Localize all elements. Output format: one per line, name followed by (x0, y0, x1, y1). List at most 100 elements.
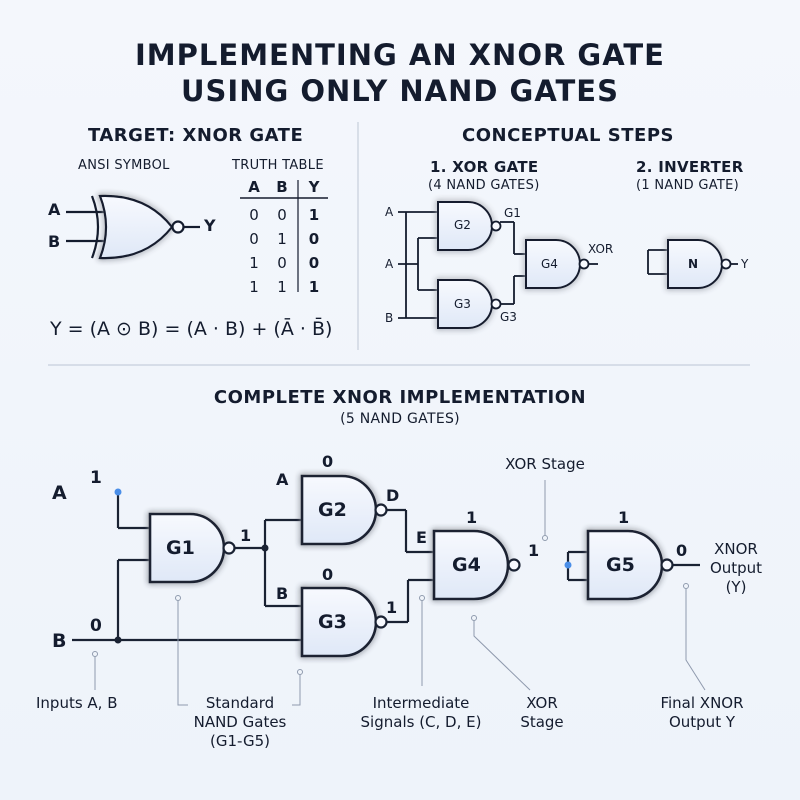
g2-output-d-label: D (386, 486, 400, 505)
truth-cell: 0 (277, 206, 287, 224)
xor-concept-gate-g3 (437, 279, 502, 329)
complete-heading: COMPLETE XNOR IMPLEMENTATION (213, 387, 587, 408)
complete-wires (72, 490, 700, 642)
xnor-formula: Y = (A ⊙ B) = (A · B) + (Ā · B̄) (50, 318, 333, 340)
g5-value: 1 (618, 508, 630, 527)
g4-value: 1 (466, 508, 478, 527)
gate-g4-label: G4 (452, 554, 481, 576)
gate-g5 (586, 529, 674, 601)
input-b-value: 0 (90, 616, 102, 636)
xor-g2-label: G2 (454, 218, 471, 232)
input-b-label: B (52, 630, 67, 652)
gate-g4 (432, 529, 521, 601)
truth-cell: 1 (249, 278, 259, 296)
xor-concept-gate-g4 (525, 239, 590, 289)
g3-output-value: 1 (386, 598, 398, 617)
step2-subtitle: (1 NAND GATE) (636, 178, 740, 193)
page-title-line1: IMPLEMENTING AN XNOR GATE (135, 38, 665, 72)
xnor-ansi-symbol (66, 194, 200, 260)
inverter-concept-circuit (647, 239, 738, 289)
xnor-output-line2: Output (709, 559, 763, 577)
truth-cell: 0 (249, 206, 259, 224)
xor-input-a1: A (385, 205, 394, 219)
xor-g3-out-label: G3 (500, 310, 517, 324)
step2-title: 2. INVERTER (636, 158, 744, 176)
xnor-output-line1: XNOR (714, 540, 758, 558)
callout-inter-line1: Intermediate (372, 694, 470, 712)
callout-final-output: Final XNOR Output Y (642, 694, 762, 732)
gate-g3-label: G3 (318, 611, 347, 633)
xor-output-label: XOR (588, 242, 614, 256)
callout-final-line2: Output Y (668, 713, 736, 731)
truth-cell: 1 (308, 278, 320, 296)
conceptual-heading: CONCEPTUAL STEPS (462, 125, 674, 146)
callout-nand-gates: Standard NAND Gates (G1-G5) (180, 694, 300, 751)
truth-cell: 0 (249, 230, 259, 248)
truth-header-b: B (276, 178, 288, 196)
junction-dot (114, 488, 122, 496)
callout-nand-line2: NAND Gates (193, 713, 287, 731)
truth-cell: 0 (308, 230, 320, 248)
g4-output-value: 1 (528, 541, 540, 560)
callout-nand-line3: (G1-G5) (210, 732, 270, 750)
xor-g4-label: G4 (541, 257, 558, 271)
ansi-input-b: B (48, 232, 61, 251)
xor-input-b: B (385, 311, 394, 325)
step1-subtitle: (4 NAND GATES) (428, 178, 540, 193)
callout-inter-line2: Signals (C, D, E) (360, 713, 482, 731)
callout-final-line1: Final XNOR (660, 694, 744, 712)
junction-dot (564, 561, 572, 569)
g2-value: 0 (322, 452, 334, 471)
junction-dot (114, 636, 122, 644)
truth-table-label: TRUTH TABLE (232, 158, 324, 173)
page-title-line2: USING ONLY NAND GATES (180, 74, 619, 108)
inverter-gate-label: N (688, 257, 699, 271)
g5-output-value: 0 (676, 541, 688, 560)
callout-leaders (92, 480, 706, 706)
g4-input-e-label: E (416, 528, 427, 547)
g1-output-value: 1 (240, 526, 252, 545)
junction-dot (261, 544, 269, 552)
truth-cell: 1 (249, 254, 259, 272)
callout-intermediate: Intermediate Signals (C, D, E) (346, 694, 496, 732)
truth-cell: 1 (277, 278, 287, 296)
xnor-output-label: XNOR Output (Y) (694, 540, 778, 597)
input-a-label: A (52, 482, 67, 504)
step1-title: 1. XOR GATE (430, 158, 539, 176)
xor-stage-top-callout: XOR Stage (505, 455, 585, 473)
truth-cell: 1 (277, 230, 287, 248)
complete-subheading: (5 NAND GATES) (340, 411, 460, 427)
callout-xor-line2: Stage (520, 713, 564, 731)
g3-value: 0 (322, 565, 334, 584)
truth-cell: 0 (308, 254, 320, 272)
gate-g1 (148, 512, 236, 584)
inverter-output-label: Y (741, 257, 749, 271)
xor-g1-label: G1 (504, 206, 521, 220)
ansi-output-y: Y (204, 216, 216, 235)
xor-g3-label: G3 (454, 297, 471, 311)
g2-input-a-label: A (276, 470, 289, 489)
truth-cell: 1 (308, 206, 320, 224)
ansi-input-a: A (48, 200, 61, 219)
xnor-output-line3: (Y) (725, 578, 747, 596)
target-heading: TARGET: XNOR GATE (88, 125, 304, 146)
gate-g1-label: G1 (166, 537, 195, 559)
callout-nand-line1: Standard (205, 694, 275, 712)
truth-cell: 0 (277, 254, 287, 272)
callout-xor-line1: XOR (526, 694, 558, 712)
input-a-value: 1 (90, 468, 102, 488)
truth-header-y: Y (308, 178, 320, 196)
xor-concept-gate-g2 (437, 201, 502, 251)
g3-input-b-label: B (276, 584, 289, 603)
callout-inputs: Inputs A, B (36, 694, 118, 712)
ansi-symbol-label: ANSI SYMBOL (78, 158, 170, 173)
gate-g2-label: G2 (318, 499, 347, 521)
gate-g5-label: G5 (606, 554, 635, 576)
gate-g2 (300, 474, 388, 546)
xor-concept-circuit (398, 211, 598, 319)
gate-g3 (300, 586, 388, 658)
xor-input-a2: A (385, 257, 394, 271)
truth-header-a: A (248, 178, 260, 196)
callout-xor-stage: XOR Stage (502, 694, 582, 732)
